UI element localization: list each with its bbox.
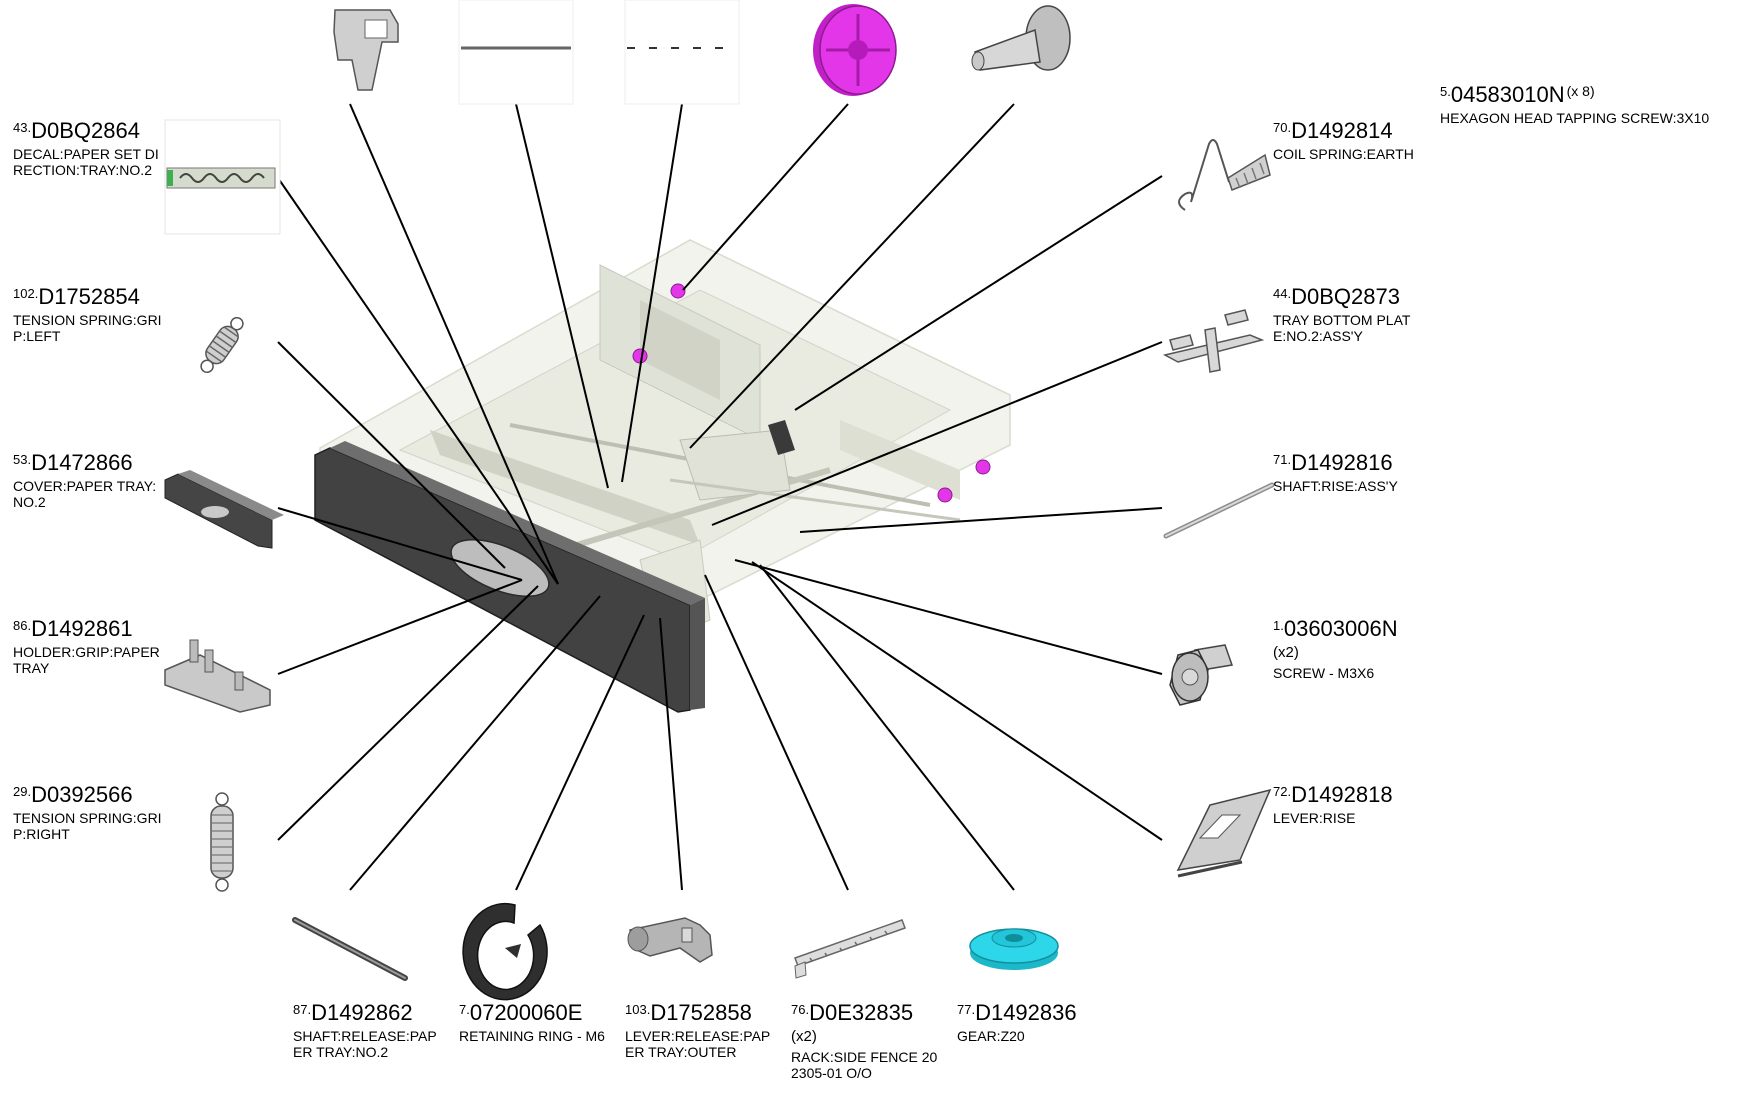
part-number: D1492814 <box>1291 118 1393 143</box>
leader-lines <box>277 103 1163 891</box>
quantity: (x 8) <box>1566 83 1595 99</box>
part-description: TENSION SPRING:GRIP:RIGHT <box>13 810 162 843</box>
callout-part-72: 72.D1492818 LEVER:RISE <box>1273 782 1423 826</box>
ref-number: 103. <box>625 1002 651 1017</box>
quantity: (x2) <box>1273 644 1299 662</box>
ref-number: 87. <box>293 1002 312 1017</box>
callout-part-76: 76.D0E32835 (x2) RACK:SIDE FENCE 202305-… <box>791 1000 941 1081</box>
thin-rod-icon <box>624 0 740 105</box>
screw-icon <box>971 5 1071 71</box>
callout-part-71: 71.D1492816 SHAFT:RISE:ASS'Y <box>1273 450 1423 494</box>
ref-number: 44. <box>1273 286 1292 301</box>
part-number: D0E32835 <box>809 1000 914 1025</box>
part-number: 04583010N <box>1450 82 1565 107</box>
part-number: D1492861 <box>31 616 133 641</box>
callout-part-1: 1.03603006N (x2) SCREW - M3X6 <box>1273 616 1423 681</box>
holder-icon <box>164 639 271 713</box>
bracket-icon <box>333 9 399 91</box>
callout-part-44: 44.D0BQ2873 TRAY BOTTOM PLATE:NO.2:ASS'Y <box>1273 284 1423 345</box>
coil-spring-icon <box>1178 139 1271 211</box>
part-number: D1492818 <box>1291 782 1393 807</box>
callout-part-87: 87.D1492862 SHAFT:RELEASE:PAPER TRAY:NO.… <box>293 1000 443 1061</box>
ref-number: 86. <box>13 618 32 633</box>
lever-icon <box>627 917 713 963</box>
callout-part-103: 103.D1752858 LEVER:RELEASE:PAPER TRAY:OU… <box>625 1000 775 1061</box>
part-number: D1752858 <box>650 1000 752 1025</box>
ref-number: 72. <box>1273 784 1292 799</box>
part-description: COVER:PAPER TRAY:NO.2 <box>13 478 157 511</box>
spring-icon <box>210 792 234 892</box>
ref-number: 102. <box>13 286 39 301</box>
part-description: SHAFT:RISE:ASS'Y <box>1273 478 1398 495</box>
decal-icon <box>164 119 281 235</box>
ref-number: 1. <box>1273 618 1284 633</box>
callout-part-43: 43.D0BQ2864 DECAL:PAPER SET DIRECTION:TR… <box>13 118 163 179</box>
ref-number: 76. <box>791 1002 810 1017</box>
callout-part-5: 5.04583010N(x 8) HEXAGON HEAD TAPPING SC… <box>1440 82 1740 126</box>
part-number: D0BQ2864 <box>31 118 140 143</box>
part-number: D1492836 <box>975 1000 1077 1025</box>
paper-tray-assembly <box>314 239 1011 713</box>
quantity: (x2) <box>791 1028 817 1046</box>
callout-part-77: 77.D1492836 GEAR:Z20 <box>957 1000 1107 1044</box>
part-number: 07200060E <box>469 1000 583 1025</box>
thin-shaft-icon <box>458 0 574 105</box>
plate-icon <box>1162 309 1265 373</box>
part-description: RACK:SIDE FENCE 202305-01 O/O <box>791 1048 938 1081</box>
part-number: D1492816 <box>1291 450 1393 475</box>
part-description: HEXAGON HEAD TAPPING SCREW:3X10 <box>1440 110 1710 127</box>
callout-part-53: 53.D1472866 COVER:PAPER TRAY:NO.2 <box>13 450 163 511</box>
part-description: SHAFT:RELEASE:PAPER TRAY:NO.2 <box>293 1028 437 1061</box>
part-number: D1472866 <box>31 450 133 475</box>
part-description: LEVER:RELEASE:PAPER TRAY:OUTER <box>625 1028 771 1061</box>
ref-number: 71. <box>1273 452 1292 467</box>
part-description: SCREW - M3X6 <box>1273 664 1375 681</box>
part-description: TRAY BOTTOM PLATE:NO.2:ASS'Y <box>1273 312 1411 345</box>
magenta-roller-icon <box>813 4 897 96</box>
callout-part-29: 29.D0392566 TENSION SPRING:GRIP:RIGHT <box>13 782 163 843</box>
ref-number: 7. <box>459 1002 470 1017</box>
callout-part-86: 86.D1492861 HOLDER:GRIP:PAPER TRAY <box>13 616 163 677</box>
part-description: DECAL:PAPER SET DIRECTION:TRAY:NO.2 <box>13 146 159 179</box>
part-description: LEVER:RISE <box>1273 810 1356 827</box>
ref-number: 70. <box>1273 120 1292 135</box>
part-description: GEAR:Z20 <box>957 1028 1025 1045</box>
callout-part-70: 70.D1492814 COIL SPRING:EARTH <box>1273 118 1423 162</box>
part-description: HOLDER:GRIP:PAPER TRAY <box>13 644 160 677</box>
part-description: TENSION SPRING:GRIP:LEFT <box>13 312 162 345</box>
spring-icon <box>200 316 244 374</box>
lever-icon <box>1176 788 1272 878</box>
callout-part-7: 7.07200060E RETAINING RING - M6 <box>459 1000 609 1044</box>
part-number: D1492862 <box>311 1000 413 1025</box>
part-number: 03603006N <box>1283 616 1398 641</box>
gear-icon <box>969 928 1059 970</box>
cover-icon <box>164 470 284 549</box>
part-number: D0392566 <box>31 782 133 807</box>
shaft-icon <box>292 917 408 981</box>
part-description: RETAINING RING - M6 <box>459 1028 605 1045</box>
ref-number: 29. <box>13 784 32 799</box>
part-description: COIL SPRING:EARTH <box>1273 146 1414 163</box>
rack-icon <box>794 919 906 979</box>
screw-icon <box>1169 644 1234 706</box>
ref-number: 43. <box>13 120 32 135</box>
shaft-icon <box>1163 482 1275 539</box>
callout-part-102: 102.D1752854 TENSION SPRING:GRIP:LEFT <box>13 284 163 345</box>
ring-icon <box>462 902 548 1001</box>
ref-number: 77. <box>957 1002 976 1017</box>
ref-number: 5. <box>1440 84 1451 99</box>
part-number: D0BQ2873 <box>1291 284 1400 309</box>
ref-number: 53. <box>13 452 32 467</box>
part-number: D1752854 <box>38 284 140 309</box>
